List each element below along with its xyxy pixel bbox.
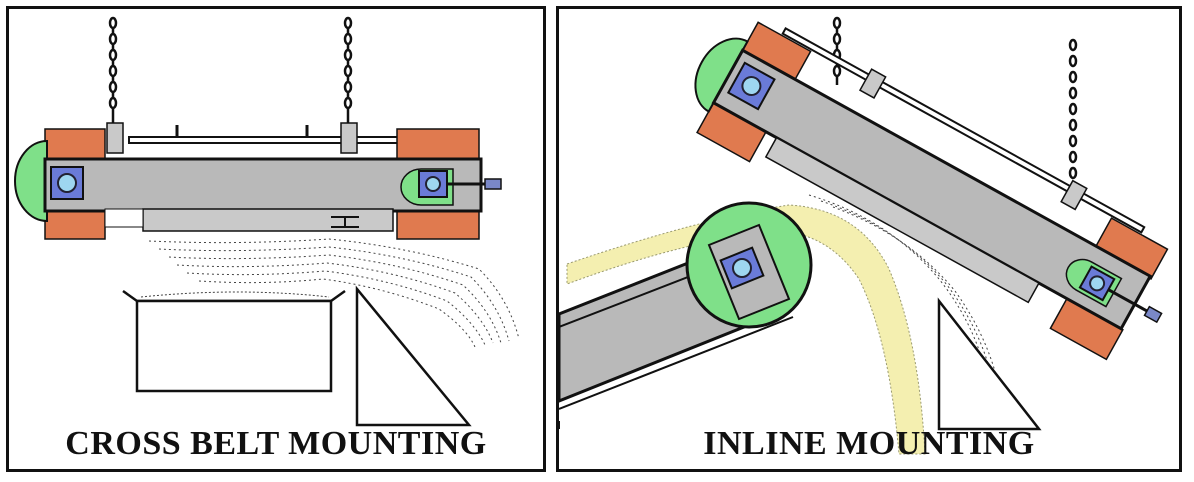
inline-left-chain [832, 16, 842, 85]
tensioner-rod [447, 178, 502, 190]
left-gap [104, 208, 144, 228]
inline-panel: INLINE MOUNTING [556, 6, 1182, 472]
inline-magnet-assembly [694, 21, 1169, 361]
right-bracket [340, 122, 358, 154]
cross-belt-diagram [14, 16, 520, 427]
left-pulley [14, 139, 48, 223]
left-bracket [106, 122, 124, 154]
left-bearing [50, 166, 84, 200]
inline-support-triangle [937, 297, 1042, 431]
cross-belt-panel: CROSS BELT MOUNTING [6, 6, 546, 472]
magnet-block-top-right [396, 128, 480, 162]
belt-load [140, 291, 330, 298]
magnet-block-bottom-right [396, 208, 480, 240]
cross-belt-caption: CROSS BELT MOUNTING [65, 425, 487, 462]
inline-caption: INLINE MOUNTING [703, 425, 1035, 462]
head-pulley [685, 201, 813, 329]
top-frame [128, 125, 400, 144]
inline-diagram [559, 16, 1169, 455]
falling-material [148, 238, 520, 348]
magnet-block-top-left [44, 128, 106, 162]
support-triangle [355, 285, 472, 427]
right-chain [343, 16, 353, 124]
conveyor-belt-trough [122, 289, 346, 393]
right-bearing [418, 170, 448, 198]
magnet-block-bottom-left [44, 208, 106, 240]
left-chain [108, 16, 118, 124]
lower-bracket [331, 216, 359, 228]
